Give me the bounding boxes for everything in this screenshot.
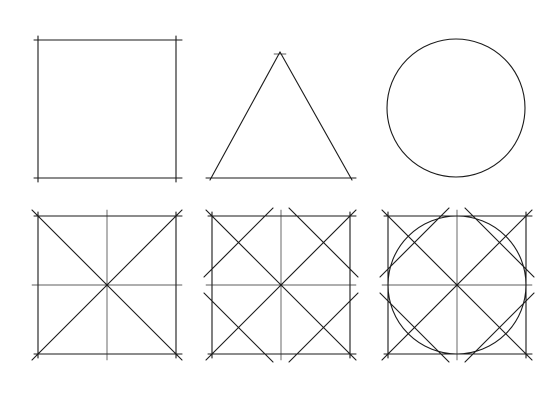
circle-outline (386, 38, 526, 178)
grid3-diamond-edge-ne (464, 207, 535, 278)
square-grid-sketch (31, 209, 183, 361)
grid3-diagonal-b (381, 209, 533, 361)
grid2-diamond-edge-sw (203, 292, 274, 363)
grid2-diamond-edge-ne (288, 207, 359, 278)
circle-sketch (386, 38, 526, 178)
triangle-sketch (205, 51, 357, 181)
triangle-right-side (279, 51, 353, 181)
grid2-diamond-edge-nw (203, 207, 274, 278)
grid1-diagonal-b (31, 209, 183, 361)
grid3-diamond-edge-nw (379, 207, 450, 278)
grid3-diamond-edge-se (464, 292, 535, 363)
square-grid-circle-sketch (379, 207, 535, 363)
triangle-left-side (209, 51, 281, 181)
square-sketch (33, 35, 183, 183)
square-grid-diamond-sketch (203, 207, 359, 363)
grid3-diamond-edge-sw (379, 292, 450, 363)
grid2-diagonal-b (205, 209, 357, 361)
grid3-inscribed-circle (387, 215, 527, 355)
grid2-diamond-edge-se (288, 292, 359, 363)
